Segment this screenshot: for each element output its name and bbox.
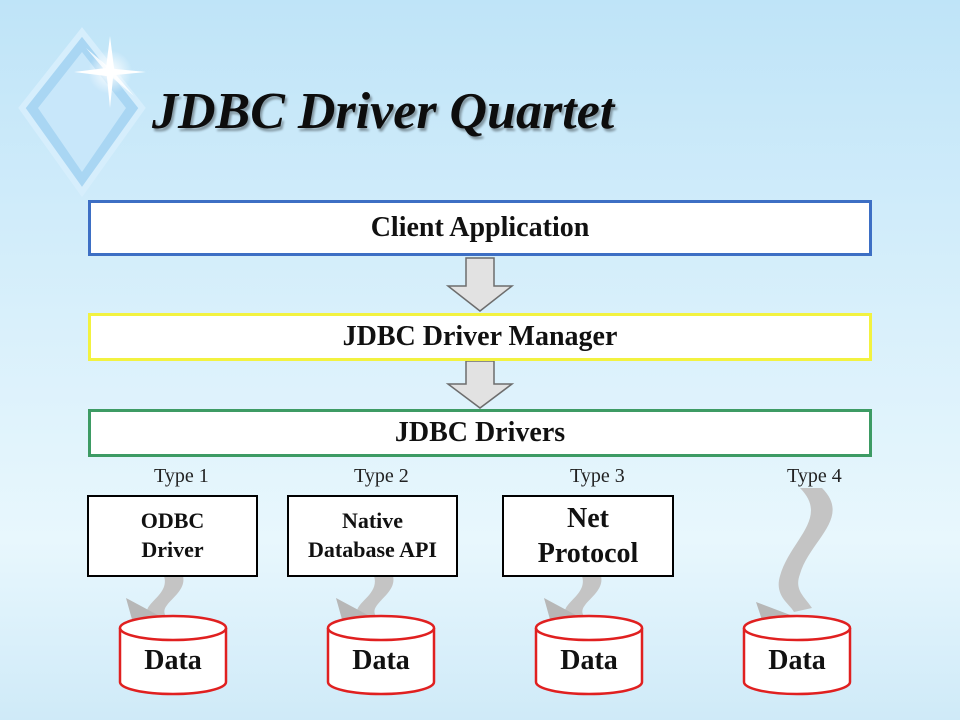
data-cylinder [534, 614, 644, 696]
odbc-driver-line-1: ODBC [140, 508, 205, 534]
sparkle-icon [74, 36, 146, 108]
native-api-line-2: Database API [308, 537, 437, 562]
data-label: Data [560, 645, 618, 676]
native-api-box: Native Database API [287, 495, 458, 577]
driver-manager-label: JDBC Driver Manager [342, 321, 618, 352]
odbc-driver-line-2: Driver [141, 537, 204, 562]
odbc-driver-box: ODBC Driver [87, 495, 258, 577]
net-protocol-box: Net Protocol [502, 495, 674, 577]
type-2-label: Type 2 [354, 465, 409, 487]
data-cylinder [326, 614, 436, 696]
net-protocol-line-2: Protocol [537, 538, 639, 569]
jdbc-drivers-label: JDBC Drivers [394, 417, 566, 448]
client-application-label: Client Application [370, 212, 590, 243]
type-3-label: Type 3 [570, 465, 625, 487]
native-api-line-1: Native [341, 508, 404, 534]
net-protocol-line-1: Net [567, 503, 609, 534]
data-label: Data [144, 645, 202, 676]
data-label: Data [352, 645, 410, 676]
jdbc-drivers-box: JDBC Drivers [88, 409, 872, 457]
data-cylinder [742, 614, 852, 696]
driver-manager-box: JDBC Driver Manager [88, 313, 872, 361]
data-label: Data [768, 645, 826, 676]
type-4-label: Type 4 [787, 465, 842, 487]
down-arrow-icon [445, 257, 515, 312]
data-cylinder [118, 614, 228, 696]
type-1-label: Type 1 [154, 465, 209, 487]
client-application-box: Client Application [88, 200, 872, 256]
page-title: JDBC Driver Quartet [152, 83, 615, 140]
down-arrow-icon [445, 360, 515, 409]
